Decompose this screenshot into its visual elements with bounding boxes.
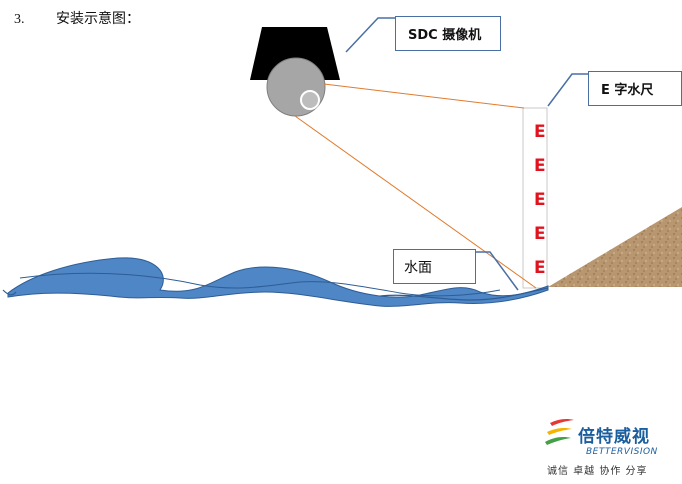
ruler-mark-e: E [534,122,546,142]
water-callout: 水面 [393,249,476,284]
sdc-camera [250,27,340,117]
ruler-mark-e: E [534,190,546,210]
camera-label: SDC 摄像机 [408,28,482,43]
water-surface [2,257,549,307]
camera-callout: SDC 摄像机 [395,16,501,51]
ruler-mark-e: E [534,156,546,176]
water-label: 水面 [404,259,432,276]
camera-housing [250,27,340,80]
logo-slogan: 诚信 卓越 协作 分享 [547,466,648,477]
ruler-label: E 字水尺 [601,83,654,98]
camera-callout-leader [345,17,395,53]
logo-name-en: BETTERVISION [586,447,658,457]
section-heading: 3. 安装示意图： [14,8,140,28]
section-number: 3. [14,12,25,27]
river-bank [548,207,682,287]
ruler-mark-e: E [534,224,546,244]
water-callout-leader [476,251,519,291]
camera-lens [300,90,320,110]
sight-line-top [323,83,525,109]
logo-swoosh-icon [545,419,574,445]
ruler-mark-e: E [534,258,546,278]
ruler-callout: E 字水尺 [588,71,682,106]
section-title: 安装示意图： [56,11,140,27]
ruler-callout-leader [547,73,588,107]
logo-name-cn: 倍特威视 [578,427,650,447]
water-gauge-post [522,107,548,289]
